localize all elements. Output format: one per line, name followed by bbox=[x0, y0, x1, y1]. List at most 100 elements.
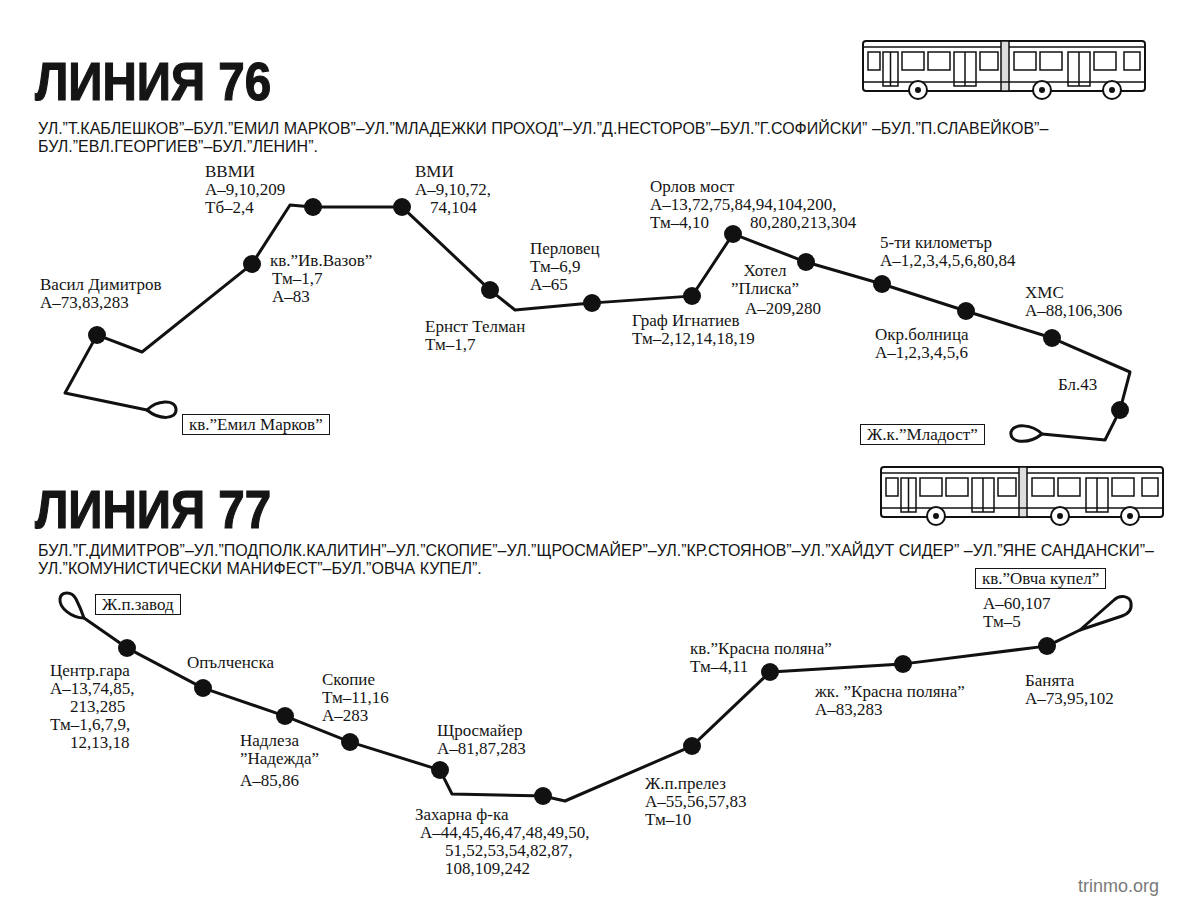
route-segment bbox=[815, 265, 874, 282]
route-segment bbox=[912, 647, 1038, 663]
transfer-lines: Тб–2,4 bbox=[205, 199, 254, 217]
bus-stop: Ж.п.прелезА–55,56,57,83Тм–10 bbox=[683, 737, 701, 755]
bus-stop: Васил ДимитровА–73,83,283 bbox=[88, 326, 106, 344]
bus-icon bbox=[881, 467, 1163, 525]
bus-stop: кв.”Красна поляна”Тм–4,11 bbox=[761, 663, 779, 681]
stop-name: 5-ти километър bbox=[880, 234, 992, 252]
terminus-label: Ж.п.завод bbox=[95, 594, 181, 615]
route-segment bbox=[84, 618, 120, 643]
route-line bbox=[1055, 630, 1080, 642]
route-line bbox=[601, 297, 683, 303]
transfer-lines: Тм–4,11 bbox=[690, 658, 748, 676]
stop-name: кв.”Красна поляна” bbox=[690, 640, 832, 658]
stop-name: ХМС bbox=[1025, 284, 1064, 302]
route-segment bbox=[1042, 418, 1116, 440]
transfer-lines: А–85,86 bbox=[240, 772, 299, 790]
stop-name: Хотел ”Плиска” bbox=[730, 262, 800, 298]
bus-stop: ПерловецТм–6,9А–65 bbox=[583, 294, 601, 312]
transfer-lines: Тм–10 bbox=[645, 811, 691, 829]
street-list: БУЛ.”Г.ДИМИТРОВ”–УЛ.”ПОДПОЛК.КАЛИТИН”–УЛ… bbox=[38, 542, 1198, 578]
route-segment bbox=[444, 778, 534, 796]
turnaround-loop bbox=[147, 402, 176, 417]
loop-outline bbox=[145, 398, 179, 424]
bus-stop: ВВМИА–9,10,209Тб–2,4 bbox=[304, 198, 322, 216]
terminus-label: Ж.к.”Младост” bbox=[860, 424, 985, 445]
bus-icon bbox=[863, 41, 1145, 99]
route-line bbox=[212, 691, 277, 713]
route-segment bbox=[65, 343, 147, 410]
route-line bbox=[699, 678, 764, 740]
bus-stop: Орлов мостА–13,72,75,84,94,104,200, 80,2… bbox=[724, 225, 742, 243]
terminus-loop: Ж.п.завод bbox=[56, 590, 86, 620]
route-line bbox=[815, 265, 874, 282]
bus-stop: ХМСА–88,106,306 bbox=[1043, 329, 1061, 347]
stop-name: Центр.гара bbox=[50, 662, 130, 680]
stop-name: ВВМИ bbox=[205, 163, 255, 181]
route-segment bbox=[779, 665, 894, 672]
route-line bbox=[1042, 418, 1116, 440]
stop-name: жк. ”Красна поляна” bbox=[815, 683, 965, 701]
route-segment bbox=[601, 297, 683, 303]
stop-name: Ж.п.прелез bbox=[645, 775, 726, 793]
terminus-loop: кв.”Емил Марков” bbox=[145, 398, 179, 424]
loop-outline bbox=[56, 590, 86, 620]
loop-outline bbox=[1076, 594, 1134, 638]
transfer-lines: Тм–1,7 bbox=[272, 270, 322, 288]
route-segment bbox=[409, 213, 484, 284]
route-segment bbox=[497, 296, 583, 310]
stop-name: Окр.болница bbox=[875, 326, 969, 344]
route-line bbox=[359, 745, 432, 768]
transfer-lines: А–83,283 bbox=[815, 701, 883, 719]
route-line bbox=[65, 343, 147, 410]
stop-name: Васил Димитров bbox=[40, 276, 161, 294]
transfer-lines: А–81,87,283 bbox=[437, 740, 526, 758]
stop-name: Щросмайер bbox=[437, 722, 522, 740]
transfer-lines: А–1,2,3,4,5,6,80,84 bbox=[880, 252, 1016, 270]
route-segment bbox=[1055, 630, 1080, 642]
transfer-lines: Тм–11,16 bbox=[322, 689, 389, 707]
route-line bbox=[697, 242, 728, 289]
loop-outline bbox=[1006, 421, 1044, 447]
transfer-lines: Тм–4,10 bbox=[650, 214, 709, 232]
transfer-lines: А–13,74,85, 213,285 bbox=[50, 680, 160, 716]
bus-stop: Захарна ф-каА–44,45,46,47,48,49,50, 51,5… bbox=[534, 787, 552, 805]
turnaround-loop bbox=[1011, 426, 1042, 441]
transfer-lines: А–55,56,57,83 bbox=[645, 793, 747, 811]
route-segment bbox=[359, 745, 432, 768]
route-line bbox=[84, 618, 120, 643]
transfer-lines: Тм–1,6,7,9, 12,13,18 bbox=[50, 716, 160, 752]
bus-stop: кв.”Ив.Вазов”Тм–1,7А–83 bbox=[243, 255, 261, 273]
bus-stop: Окр.болницаА–1,2,3,4,5,6 bbox=[957, 302, 975, 320]
bus-stop: БанятаА–73,95,102 bbox=[1038, 637, 1056, 655]
transfer-lines: Тм–6,9 bbox=[530, 258, 580, 276]
terminus-label: кв.”Овча купел” bbox=[975, 568, 1106, 589]
bus-stop: Центр.гараА–13,74,85, 213,285Тм–1,6,7,9,… bbox=[118, 639, 136, 657]
stop-name: Банята bbox=[1025, 672, 1074, 690]
route-line bbox=[741, 237, 797, 259]
line-title: ЛИНИЯ 76 bbox=[35, 54, 271, 108]
route-line bbox=[891, 287, 958, 308]
route-line bbox=[779, 665, 894, 672]
bus-stop: Хотел ”Плиска”А–209,280 bbox=[797, 253, 815, 271]
stop-name: Скопие bbox=[322, 671, 375, 689]
stop-name: Опълченска bbox=[187, 654, 274, 672]
stop-name: Граф Игнатиев bbox=[632, 312, 740, 330]
turnaround-loop bbox=[60, 593, 84, 618]
route-segment bbox=[135, 652, 195, 684]
transfer-lines: А–209,280 bbox=[745, 300, 821, 318]
bus-stop: 5-ти километърА–1,2,3,4,5,6,80,84 bbox=[873, 275, 891, 293]
stop-name: Захарна ф-ка bbox=[415, 806, 509, 824]
route-line bbox=[497, 296, 583, 310]
line-title: ЛИНИЯ 77 bbox=[35, 482, 271, 536]
route-segment bbox=[697, 242, 728, 289]
route-line bbox=[257, 205, 304, 256]
transfer-lines: А–9,10,72, 74,104 bbox=[415, 181, 505, 217]
stop-name: Орлов мост bbox=[650, 178, 734, 196]
route-segment bbox=[322, 206, 393, 209]
transfer-lines: Тм–1,7 bbox=[425, 336, 475, 354]
stop-name: кв.”Ив.Вазов” bbox=[270, 252, 372, 270]
stop-name: Бл.43 bbox=[1058, 376, 1097, 394]
stop-name: Перловец bbox=[530, 240, 600, 258]
transfer-lines: А–283 bbox=[322, 707, 368, 725]
bus-stop: ЩросмайерА–81,87,283 bbox=[431, 761, 449, 779]
